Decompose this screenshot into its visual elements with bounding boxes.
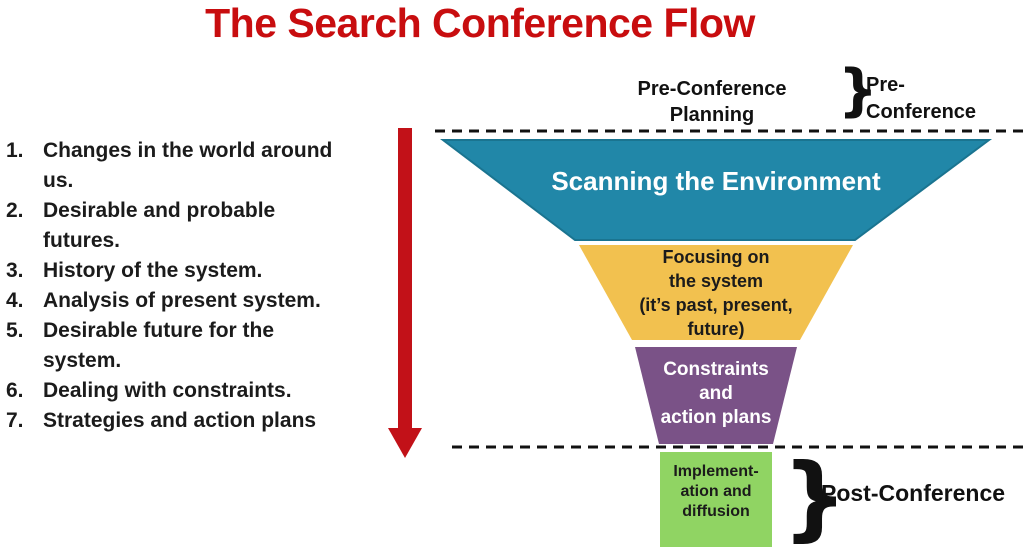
pre-conference-side-label: Pre- Conference bbox=[866, 74, 977, 123]
funnel-stage-scanning-label: Scanning the Environment bbox=[551, 166, 881, 196]
list-item-text: Desirable and probable futures. bbox=[43, 199, 276, 252]
list-item: 1. Changes in the world around us. bbox=[6, 136, 390, 196]
list-item-text: Strategies and action plans bbox=[43, 409, 317, 432]
funnel-stage-focusing-shape bbox=[579, 245, 853, 340]
page-title: The Search Conference Flow bbox=[205, 0, 755, 46]
list-item-number: 4. bbox=[6, 289, 24, 312]
list-item: 6. Dealing with constraints. bbox=[6, 376, 390, 406]
list-item-number: 6. bbox=[6, 379, 24, 402]
list-item: 7. Strategies and action plans bbox=[6, 406, 390, 436]
funnel-stage-constraints-shape bbox=[635, 347, 797, 444]
list-item-number: 5. bbox=[6, 319, 24, 342]
list-item: 5. Desirable future for the system. bbox=[6, 316, 390, 376]
list-item-text: Analysis of present system. bbox=[43, 289, 321, 312]
list-item-text: Desirable future for the system. bbox=[43, 319, 275, 372]
list-item: 3. History of the system. bbox=[6, 256, 390, 286]
list-item-number: 1. bbox=[6, 139, 24, 162]
down-arrow-head bbox=[388, 428, 422, 458]
funnel-stage-scanning-shape bbox=[440, 139, 993, 241]
list-item-text: Changes in the world around us. bbox=[43, 139, 333, 192]
list-item-text: History of the system. bbox=[43, 259, 263, 282]
list-item-number: 7. bbox=[6, 409, 24, 432]
funnel-stage-focusing-label: Focusing on the system (it’s past, prese… bbox=[639, 247, 793, 339]
pre-conference-planning-label: Pre-Conference Planning bbox=[637, 78, 787, 126]
post-conference-label: Post-Conference bbox=[821, 480, 1006, 506]
list-item: 2. Desirable and probable futures. bbox=[6, 196, 390, 256]
list-item-number: 2. bbox=[6, 199, 24, 222]
funnel-stage-implementation-label: Implement- ation and diffusion bbox=[673, 463, 759, 520]
brace-icon: } bbox=[838, 58, 878, 123]
list-item-number: 3. bbox=[6, 259, 24, 282]
funnel-stage-implementation-shape bbox=[660, 452, 772, 547]
numbered-list: 1. Changes in the world around us. 2. De… bbox=[6, 136, 390, 436]
funnel-stage-constraints-label: Constraints and action plans bbox=[660, 359, 772, 428]
brace-icon: } bbox=[782, 444, 848, 550]
list-item: 4. Analysis of present system. bbox=[6, 286, 390, 316]
list-item-text: Dealing with constraints. bbox=[43, 379, 292, 402]
